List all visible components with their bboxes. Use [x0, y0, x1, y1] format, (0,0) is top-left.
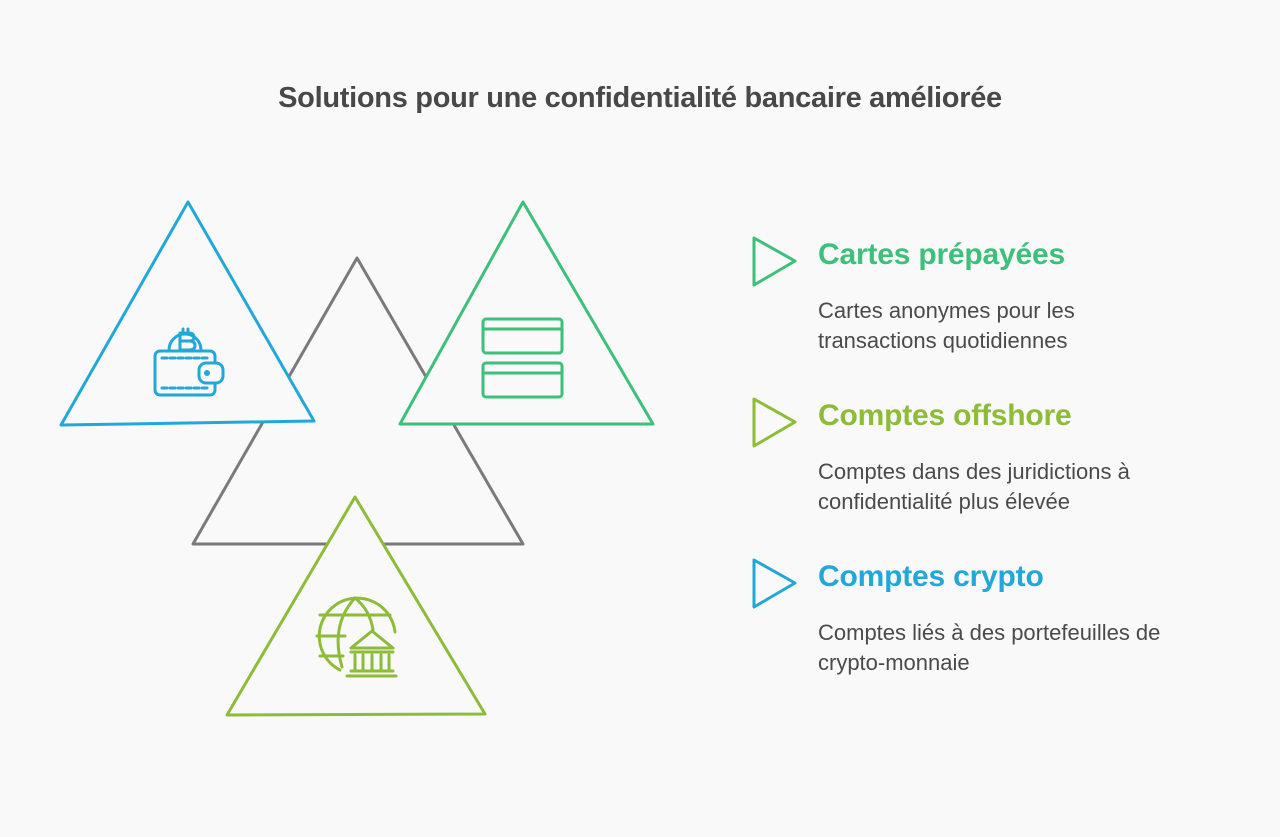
play-triangle-icon	[752, 397, 797, 448]
item-heading: Comptes offshore	[818, 399, 1072, 432]
credit-cards-icon	[481, 317, 564, 399]
description-line: Comptes liés à des portefeuilles de	[818, 620, 1161, 645]
item-description: Comptes liés à des portefeuilles de cryp…	[818, 618, 1238, 678]
green-triangle	[398, 200, 655, 426]
description-line: Cartes anonymes pour les	[818, 298, 1075, 323]
page-title: Solutions pour une confidentialité banca…	[278, 82, 1002, 114]
bitcoin-wallet-icon	[153, 327, 225, 397]
play-triangle-icon	[752, 558, 797, 609]
description-line: crypto-monnaie	[818, 650, 970, 675]
description-line: Comptes dans des juridictions à	[818, 459, 1130, 484]
item-heading: Cartes prépayées	[818, 238, 1065, 271]
item-heading: Comptes crypto	[818, 560, 1044, 593]
globe-bank-icon	[315, 596, 398, 678]
item-description: Comptes dans des juridictions à confiden…	[818, 457, 1238, 517]
blue-triangle	[59, 200, 316, 427]
play-triangle-icon	[752, 236, 797, 287]
description-line: confidentialité plus élevée	[818, 489, 1070, 514]
lime-triangle	[225, 495, 487, 717]
item-description: Cartes anonymes pour les transactions qu…	[818, 296, 1238, 356]
description-line: transactions quotidiennes	[818, 328, 1068, 353]
